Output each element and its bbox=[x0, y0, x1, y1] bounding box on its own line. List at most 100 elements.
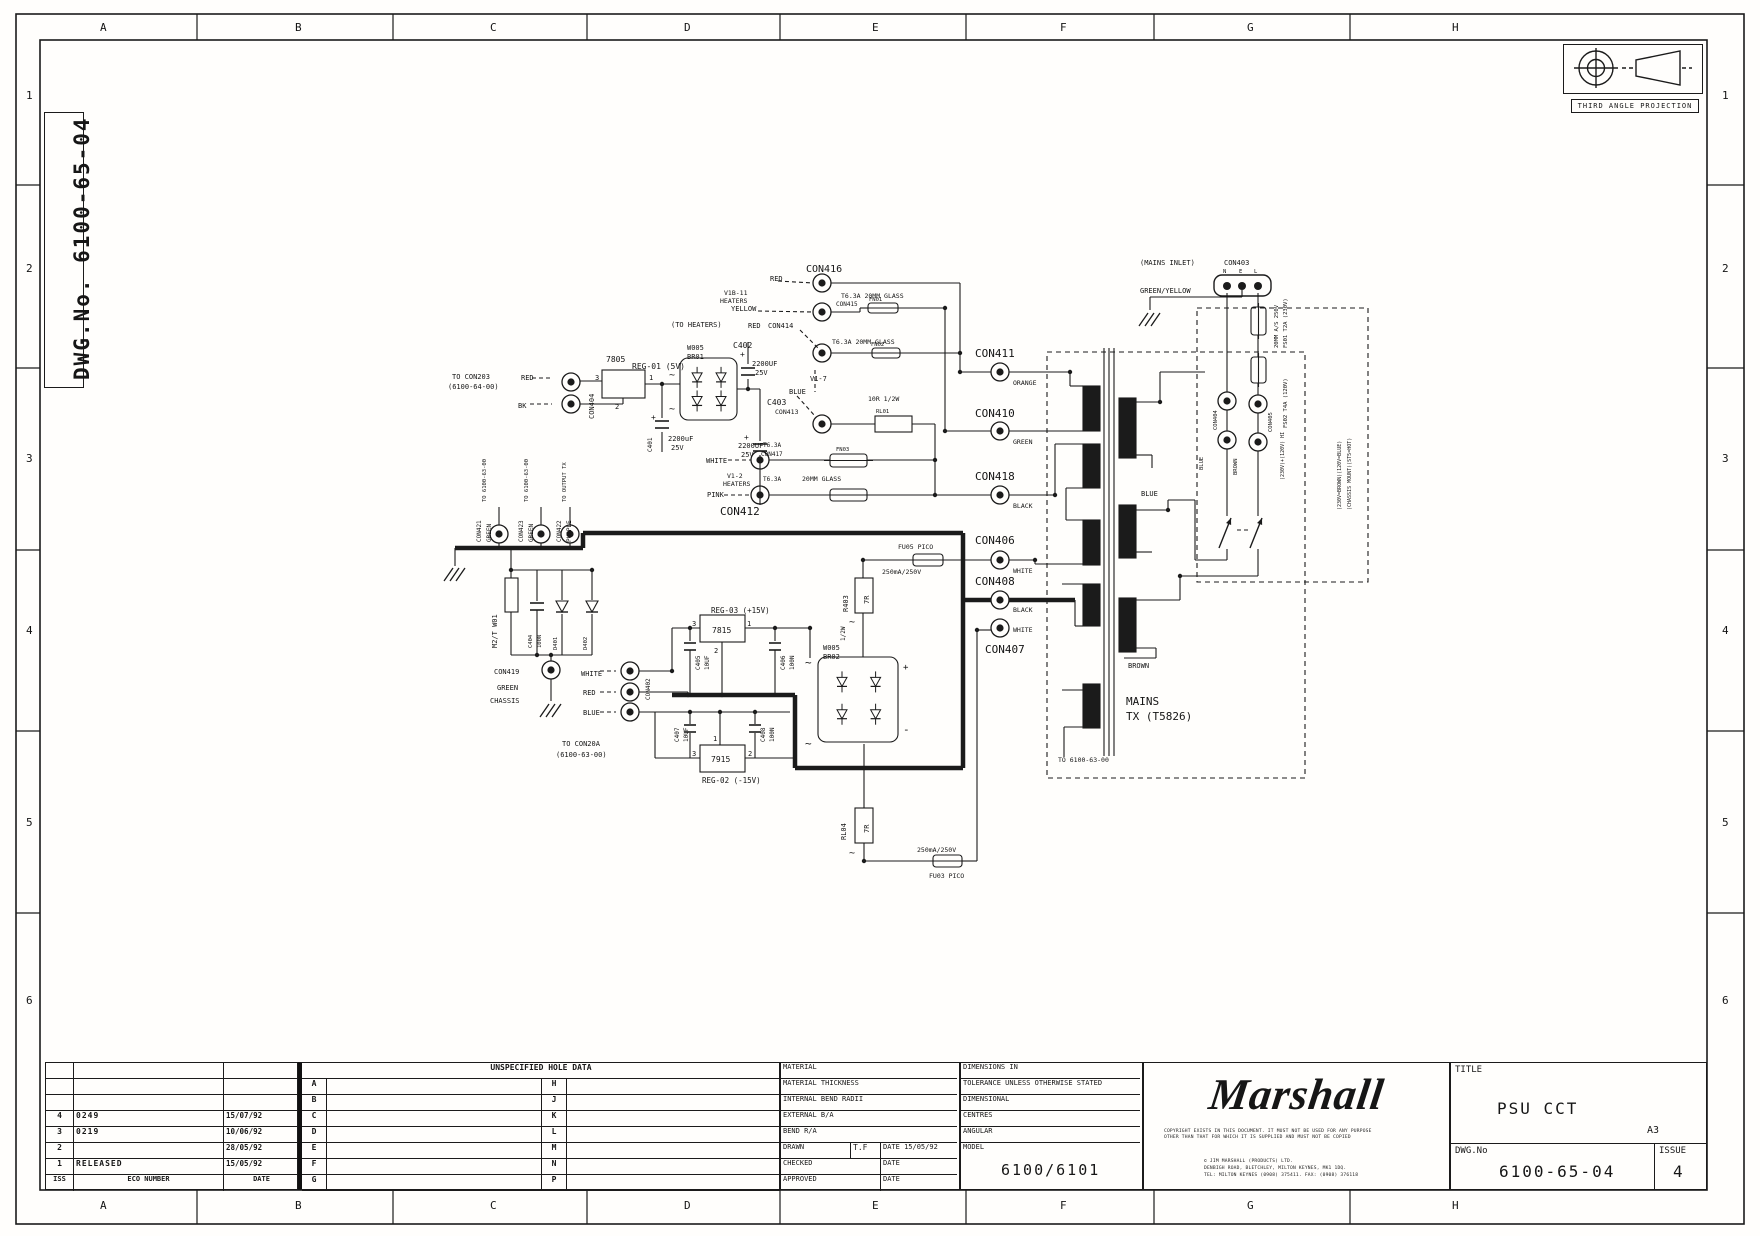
svg-text:T6.3A: T6.3A bbox=[763, 476, 781, 483]
hole-data bbox=[567, 1159, 780, 1175]
logo-address: DENBIGH ROAD, BLETCHLEY, MILTON KEYNES, … bbox=[1204, 1166, 1347, 1171]
table-cell bbox=[224, 1063, 299, 1079]
table-cell bbox=[74, 1095, 224, 1111]
svg-text:V1B-11: V1B-11 bbox=[724, 289, 748, 297]
drawing-title: PSU CCT bbox=[1497, 1099, 1579, 1118]
hole-data bbox=[567, 1143, 780, 1159]
svg-text:RL04: RL04 bbox=[840, 823, 848, 840]
svg-text:BLACK: BLACK bbox=[1013, 606, 1033, 614]
svg-text:TO 6100-63-00: TO 6100-63-00 bbox=[482, 459, 488, 502]
svg-text:TX (T5826): TX (T5826) bbox=[1126, 710, 1192, 723]
svg-text:~: ~ bbox=[849, 848, 855, 859]
hole-letter: M bbox=[542, 1143, 567, 1159]
hole-letter: D bbox=[302, 1127, 327, 1143]
rev-header: ISS bbox=[46, 1175, 74, 1191]
svg-text:2200UF: 2200UF bbox=[752, 360, 777, 368]
svg-text:BLUE: BLUE bbox=[1199, 457, 1205, 470]
svg-text:BLUE: BLUE bbox=[789, 388, 806, 396]
svg-text:100N: 100N bbox=[537, 635, 543, 648]
svg-text:W005: W005 bbox=[687, 344, 704, 352]
svg-text:BROWN: BROWN bbox=[1128, 662, 1149, 670]
svg-text:CON405: CON405 bbox=[1268, 412, 1274, 432]
svg-text:CON412: CON412 bbox=[720, 505, 760, 518]
issue-label: ISSUE bbox=[1659, 1146, 1687, 1156]
material-row: MATERIAL bbox=[781, 1063, 957, 1079]
svg-text:C407: C407 bbox=[674, 727, 681, 742]
svg-text:3: 3 bbox=[692, 620, 696, 628]
svg-text:G: G bbox=[1247, 21, 1254, 34]
svg-text:R403: R403 bbox=[842, 595, 850, 612]
dwg-no-sidebar bbox=[44, 112, 84, 388]
table-cell bbox=[74, 1063, 224, 1079]
svg-text:3: 3 bbox=[595, 374, 599, 382]
third-angle-projection-icon bbox=[1574, 48, 1692, 88]
approved-label: APPROVED bbox=[781, 1175, 881, 1191]
svg-text:TO CON20A: TO CON20A bbox=[562, 740, 601, 748]
svg-text:B: B bbox=[295, 21, 302, 34]
svg-text:BLACK: BLACK bbox=[1013, 502, 1033, 510]
material-row: MATERIAL THICKNESS bbox=[781, 1079, 957, 1095]
svg-text:1: 1 bbox=[1722, 89, 1729, 102]
svg-text:B: B bbox=[295, 1199, 302, 1212]
dwg-label: DWG.No bbox=[1455, 1146, 1488, 1156]
svg-text:25V: 25V bbox=[755, 369, 768, 377]
rev-iss: 1 bbox=[46, 1159, 74, 1175]
tolerance-row: DIMENSIONS IN bbox=[961, 1063, 1140, 1079]
svg-text:N: N bbox=[1223, 269, 1226, 275]
logo-block: Marshall COPYRIGHT EXISTS IN THIS DOCUME… bbox=[1143, 1062, 1450, 1190]
svg-text:7R: 7R bbox=[863, 595, 871, 604]
dwg-no-vertical-text: DWG.No. 6100-65-04 bbox=[70, 116, 94, 380]
svg-text:V1-7: V1-7 bbox=[810, 375, 827, 383]
svg-text:CON423: CON423 bbox=[518, 520, 525, 542]
svg-text:20MM GLASS: 20MM GLASS bbox=[802, 475, 841, 483]
svg-text:D: D bbox=[684, 21, 691, 34]
hole-letter: H bbox=[542, 1079, 567, 1095]
svg-text:GREEN: GREEN bbox=[1013, 438, 1033, 446]
svg-text:7805: 7805 bbox=[606, 355, 625, 364]
svg-text:F: F bbox=[1060, 1199, 1067, 1212]
svg-text:-: - bbox=[903, 723, 910, 736]
svg-text:G: G bbox=[1247, 1199, 1254, 1212]
hole-data bbox=[567, 1127, 780, 1143]
svg-text:+: + bbox=[740, 350, 745, 359]
svg-text:CON419: CON419 bbox=[494, 668, 519, 676]
hole-letter: N bbox=[542, 1159, 567, 1175]
svg-text:BR01: BR01 bbox=[687, 353, 704, 361]
svg-text:BLUE: BLUE bbox=[583, 709, 600, 717]
table-cell bbox=[224, 1095, 299, 1111]
material-row: BEND R/A bbox=[781, 1127, 957, 1143]
svg-text:HEATERS: HEATERS bbox=[720, 297, 747, 305]
svg-text:CON415: CON415 bbox=[836, 301, 858, 308]
svg-text:A: A bbox=[100, 21, 107, 34]
svg-text:C401: C401 bbox=[647, 437, 654, 452]
hole-letter: G bbox=[302, 1175, 327, 1191]
hole-letter: C bbox=[302, 1111, 327, 1127]
rev-blank bbox=[46, 1063, 74, 1079]
svg-text:WHITE: WHITE bbox=[581, 670, 602, 678]
svg-text:RED: RED bbox=[583, 689, 596, 697]
svg-text:PURPLE: PURPLE bbox=[566, 520, 573, 542]
svg-text:6: 6 bbox=[26, 994, 33, 1007]
tolerance-row: TOLERANCE UNLESS OTHERWISE STATED bbox=[961, 1079, 1140, 1095]
svg-text:+: + bbox=[903, 663, 909, 673]
svg-text:MAINS: MAINS bbox=[1126, 695, 1159, 708]
table-cell bbox=[224, 1079, 299, 1095]
svg-text:WHITE: WHITE bbox=[1013, 626, 1033, 634]
svg-text:5: 5 bbox=[1722, 816, 1729, 829]
hole-letter: P bbox=[542, 1175, 567, 1191]
svg-text:(6100-63-00): (6100-63-00) bbox=[556, 751, 607, 759]
svg-text:1: 1 bbox=[747, 620, 751, 628]
svg-text:E: E bbox=[872, 1199, 879, 1212]
rev-iss: 2 bbox=[46, 1143, 74, 1159]
svg-text:2200uF: 2200uF bbox=[668, 435, 693, 443]
logo-disclaimer-1: COPYRIGHT EXISTS IN THIS DOCUMENT. IT MU… bbox=[1164, 1129, 1372, 1134]
checked-label: CHECKED bbox=[781, 1159, 881, 1175]
svg-text:FN02: FN02 bbox=[871, 342, 884, 348]
svg-text:~: ~ bbox=[849, 617, 855, 628]
svg-text:BR02: BR02 bbox=[823, 653, 840, 661]
hole-data bbox=[327, 1159, 542, 1175]
svg-text:10R 1/2W: 10R 1/2W bbox=[868, 395, 899, 403]
rev-header: ECO NUMBER bbox=[74, 1175, 224, 1191]
svg-text:10UF: 10UF bbox=[704, 655, 711, 670]
